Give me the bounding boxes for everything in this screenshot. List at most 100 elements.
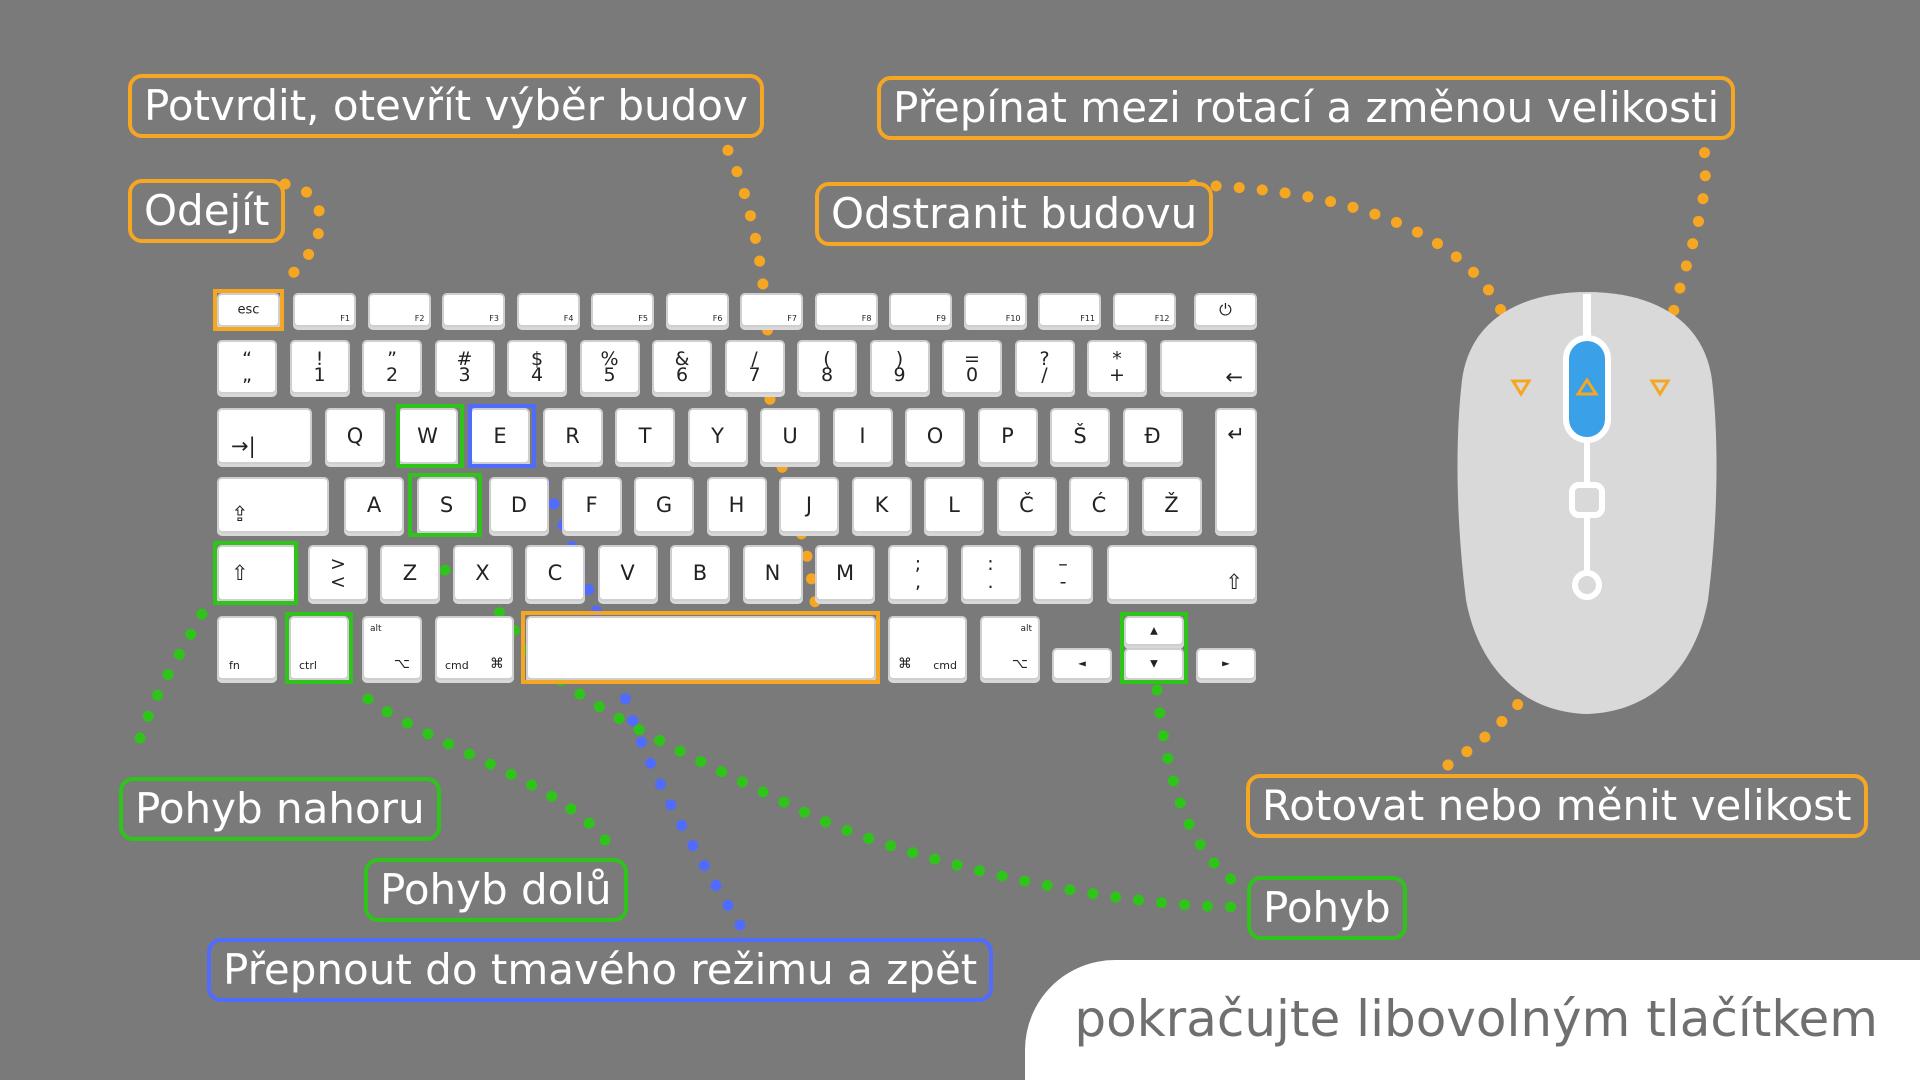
key-y-c: Y — [711, 424, 724, 448]
number-key-3-b: 3 — [458, 364, 471, 386]
number-key-10: =0 — [942, 340, 1002, 394]
number-key-9-b: 9 — [893, 364, 906, 386]
key-ž-c: Ž — [1164, 493, 1179, 517]
punct-key-2-t: – — [1058, 553, 1068, 575]
number-key-12: *+ — [1087, 340, 1147, 394]
label-move: Pohyb — [1247, 876, 1407, 940]
punct-key-0: ;, — [888, 545, 948, 601]
key-x-c: X — [475, 561, 490, 585]
key-m-c: M — [835, 561, 855, 585]
number-key-5-t: % — [600, 348, 619, 370]
enter-key: ↵ — [1215, 408, 1257, 533]
f4-key-b: F4 — [563, 314, 574, 323]
key-č: Č — [996, 477, 1057, 533]
tab-key-c: →| — [231, 434, 256, 459]
f5-key-b: F5 — [638, 314, 648, 323]
f6-key-b: F6 — [712, 314, 723, 323]
connector-arrows — [1151, 684, 1238, 886]
punct-key-2: –- — [1033, 545, 1093, 601]
f10-key-b: F10 — [1005, 314, 1021, 323]
esc-key-c: esc — [237, 302, 260, 318]
f6-key: F6 — [665, 293, 729, 327]
key-c-c: C — [547, 561, 563, 585]
connector-toggle — [1654, 124, 1711, 378]
ctrl-key: ctrl — [289, 616, 349, 680]
number-key-9-t: ) — [895, 348, 904, 370]
f7-key-b: F7 — [787, 314, 797, 323]
number-key-6-b: 6 — [675, 364, 689, 386]
f11-key-b: F11 — [1080, 314, 1095, 323]
key-f-c: F — [585, 493, 598, 517]
f11-key: F11 — [1038, 293, 1101, 327]
key-a: A — [344, 477, 404, 533]
f2-key-b: F2 — [414, 314, 425, 323]
angle-key-t: > — [330, 553, 346, 575]
connector-move-up — [134, 592, 216, 744]
key-f: F — [561, 477, 622, 533]
number-key-11: ?/ — [1014, 340, 1075, 394]
key-j-c: J — [805, 493, 813, 517]
number-key-7-t: / — [751, 348, 758, 370]
key-m: M — [815, 545, 875, 601]
f9-key-b: F9 — [936, 314, 946, 323]
number-key-3-t: # — [456, 348, 473, 370]
key-e-c: E — [493, 424, 507, 448]
key-i-c: I — [859, 424, 866, 448]
right-cmd-key: cmd⌘ — [888, 616, 967, 680]
number-key-6: &6 — [652, 340, 712, 394]
key-w: W — [397, 408, 458, 464]
key-q: Q — [325, 408, 385, 464]
key-s: S — [416, 477, 477, 533]
number-key-2: ”2 — [362, 340, 422, 394]
key-z: Z — [380, 545, 440, 601]
arrow-left-key-c: ◄ — [1078, 658, 1086, 670]
label-move-down: Pohyb dolů — [364, 858, 628, 922]
continue-panel[interactable]: pokračujte libovolným tlačítkem — [1025, 960, 1920, 1080]
number-key-6-t: & — [674, 348, 690, 370]
number-key-4-t: $ — [530, 348, 544, 370]
right-option-key: alt⌥ — [980, 616, 1040, 680]
key-ć-c: Ć — [1091, 493, 1107, 517]
key-c: C — [525, 545, 585, 601]
left-option-key-t: alt — [370, 624, 382, 634]
label-exit: Odejít — [128, 179, 286, 243]
f12-key-b: F12 — [1154, 314, 1170, 323]
number-key-11-t: ? — [1039, 348, 1050, 370]
number-key-8: (8 — [797, 340, 857, 394]
label-move-up: Pohyb nahoru — [119, 777, 441, 841]
left-cmd-key-b: ⌘ — [490, 656, 504, 672]
key-t: T — [615, 408, 675, 464]
number-key-12-t: * — [1112, 348, 1122, 370]
number-key-9: )9 — [869, 340, 930, 394]
caps-key-c: ⇪ — [231, 502, 249, 527]
enter-key-c: ↵ — [1227, 422, 1245, 447]
tab-key: →| — [217, 408, 312, 464]
number-key-8-b: 8 — [820, 364, 834, 386]
key-ž: Ž — [1141, 477, 1202, 533]
key-k: K — [851, 477, 912, 533]
key-u-c: U — [782, 424, 798, 448]
number-key-3: #3 — [434, 340, 495, 394]
key-u: U — [760, 408, 820, 464]
key-a-c: A — [366, 493, 382, 517]
number-key-1-t: ! — [315, 348, 324, 370]
key-h: H — [706, 477, 767, 533]
left-cmd-key-c: cmd — [445, 659, 469, 672]
f7-key: F7 — [740, 293, 803, 327]
number-key-0-t: “ — [242, 348, 252, 370]
backspace-key-c: ← — [1225, 365, 1243, 389]
key-q-c: Q — [346, 424, 364, 448]
key-w-c: W — [417, 424, 438, 448]
angle-key-b: < — [330, 571, 346, 593]
key-t-c: T — [638, 424, 652, 448]
key-e: E — [470, 408, 530, 464]
fn-key-b: fn — [229, 659, 240, 672]
key-z-c: Z — [402, 561, 418, 585]
f4-key: F4 — [516, 293, 580, 327]
arrow-up-key-c: ▲ — [1150, 625, 1158, 637]
key-j: J — [779, 477, 839, 533]
connector-rotate — [1442, 524, 1593, 771]
number-key-5-b: 5 — [603, 364, 616, 386]
